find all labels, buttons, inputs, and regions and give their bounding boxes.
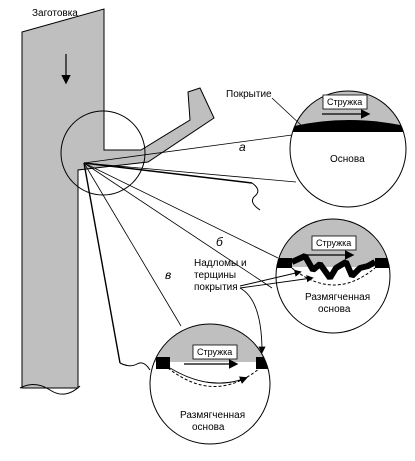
coating-leader bbox=[271, 97, 303, 127]
chip-label-v: Стружка bbox=[197, 347, 232, 357]
mark-b: б bbox=[216, 235, 224, 249]
fracture-pointer-3 bbox=[239, 287, 266, 354]
softened-label-v-1: Размягченная bbox=[180, 410, 245, 421]
chip-label-box-v bbox=[192, 344, 238, 360]
chip-label-box-a bbox=[322, 94, 368, 110]
cracked-coating-b bbox=[290, 253, 377, 280]
detail-circle-v: Стружка Размягченная основа bbox=[149, 323, 271, 445]
leader-line-thick bbox=[83, 162, 253, 184]
workpiece-label: Заготовка bbox=[32, 8, 78, 19]
softened-boundary-v bbox=[167, 367, 261, 387]
break-line-right bbox=[251, 182, 261, 211]
softened-label-v-2: основа bbox=[192, 422, 225, 433]
chip-label-b: Стружка bbox=[316, 238, 351, 248]
fractures-label-3: покрытия bbox=[194, 282, 238, 293]
leader-line-b1 bbox=[83, 162, 279, 259]
softened-label-b-2: основа bbox=[318, 304, 351, 315]
leader-line-a2 bbox=[83, 162, 297, 183]
break-line-bottom bbox=[19, 384, 81, 395]
fractures-label-2: терщины bbox=[194, 270, 236, 281]
leader-line-a1 bbox=[83, 134, 293, 164]
base-label-a: Основа bbox=[330, 154, 365, 165]
softened-label-b-1: Размягченная bbox=[305, 292, 370, 303]
chip-label-a: Стружка bbox=[327, 97, 362, 107]
chip-label-box-b bbox=[311, 235, 357, 251]
leader-line-b2 bbox=[83, 162, 273, 289]
mark-v: в bbox=[165, 268, 171, 282]
break-line-left bbox=[119, 362, 151, 371]
mark-a: а bbox=[239, 140, 246, 154]
deformation-arrow-v bbox=[169, 367, 248, 384]
fracture-pointer-2 bbox=[239, 275, 314, 289]
detail-circle-a: Стружка Основа bbox=[289, 90, 407, 208]
coating-label: Покрытие bbox=[226, 89, 272, 100]
detail-circle-b: Стружка Размягченная основа bbox=[275, 218, 391, 334]
leader-line-v1 bbox=[83, 162, 182, 327]
fracture-pointer-1 bbox=[239, 269, 302, 287]
fractures-label-1: Надломы и bbox=[194, 258, 247, 269]
leader-line-v2 bbox=[83, 162, 121, 364]
